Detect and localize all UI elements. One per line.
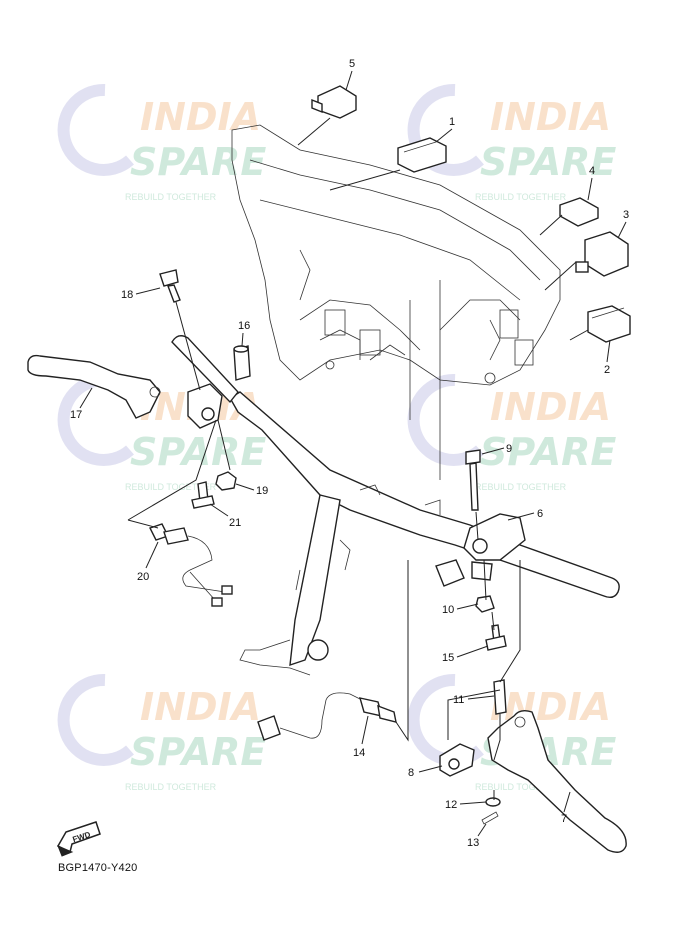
part-14-switch-cable [257,692,397,741]
callout-21: 21 [209,503,241,529]
callout-12: 12 [445,799,487,811]
watermark-top-right: INDIA SPARE REBUILD TOGETHER [407,83,616,202]
svg-text:SPARE: SPARE [480,140,616,184]
svg-text:11: 11 [453,694,464,706]
part-17-lever-left [27,354,161,419]
svg-text:REBUILD TOGETHER: REBUILD TOGETHER [475,782,567,792]
part-4-switch [539,197,599,236]
watermark-bottom-left: INDIA SPARE REBUILD TOGETHER [57,673,266,792]
callout-17: 17 [70,387,93,421]
left-holder [187,383,223,429]
part-15-screw [485,624,507,651]
part-20-switch-cable [149,523,233,607]
svg-text:6: 6 [537,508,543,520]
part-5-switch [297,85,357,146]
callout-20: 20 [137,541,159,583]
svg-text:20: 20 [137,571,149,583]
svg-text:21: 21 [229,517,241,529]
svg-text:18: 18 [121,289,133,301]
svg-text:2: 2 [604,364,610,376]
svg-text:3: 3 [623,209,629,221]
svg-text:12: 12 [445,799,457,811]
part-18-bolt [159,269,181,303]
watermark-mid-right: INDIA SPARE REBUILD TOGETHER [407,373,616,492]
callout-16: 16 [238,320,250,347]
handlebar [171,335,620,676]
svg-text:SPARE: SPARE [130,140,266,184]
svg-text:16: 16 [238,320,250,332]
svg-text:19: 19 [256,485,268,497]
svg-text:INDIA: INDIA [490,95,611,139]
callouts: 1 2 3 4 5 6 7 8 9 10 11 12 13 14 15 16 1… [70,58,629,849]
svg-text:REBUILD TOGETHER: REBUILD TOGETHER [475,192,567,202]
svg-text:7: 7 [561,813,567,825]
callout-7: 7 [561,791,571,825]
svg-text:REBUILD TOGETHER: REBUILD TOGETHER [125,192,217,202]
svg-text:REBUILD TOGETHER: REBUILD TOGETHER [125,782,217,792]
part-10-nut [475,595,495,613]
callout-19: 19 [235,483,268,497]
svg-text:REBUILD TOGETHER: REBUILD TOGETHER [475,482,567,492]
part-3-switch [544,231,629,291]
fwd-arrow-icon: FWD [56,821,101,857]
callout-4: 4 [587,165,595,201]
svg-text:SPARE: SPARE [480,430,616,474]
front-cowl-frame [231,124,561,480]
callout-1: 1 [435,116,455,143]
svg-text:5: 5 [349,58,355,70]
part-7-lever-right [487,709,627,853]
callout-9: 9 [481,443,512,455]
svg-text:4: 4 [589,165,595,177]
part-8-holder [439,743,475,777]
svg-text:1: 1 [449,116,455,128]
callout-2: 2 [604,339,611,376]
part-13-pin [481,811,499,825]
callout-3: 3 [617,209,629,239]
part-21-screw [191,481,215,509]
svg-text:REBUILD TOGETHER: REBUILD TOGETHER [125,482,217,492]
svg-text:14: 14 [353,747,365,759]
part-1-switch [329,137,447,191]
part-2-switch [569,305,631,343]
watermark-top-left: INDIA SPARE REBUILD TOGETHER [57,83,266,202]
part-11-bolt [493,679,507,715]
svg-text:INDIA: INDIA [140,685,261,729]
callout-5: 5 [345,58,355,91]
callout-18: 18 [121,287,161,301]
part-16-bracket [233,345,251,381]
callout-14: 14 [353,715,369,759]
svg-text:8: 8 [408,767,414,779]
assembly-lines [127,301,521,800]
svg-text:INDIA: INDIA [490,385,611,429]
svg-text:INDIA: INDIA [140,95,261,139]
part-12-washer [485,797,501,807]
svg-text:9: 9 [506,443,512,455]
callout-6: 6 [507,508,543,521]
part-19-nut [215,471,237,491]
callout-11: 11 [453,694,495,706]
svg-text:17: 17 [70,409,82,421]
callout-8: 8 [408,765,443,779]
callout-15: 15 [442,645,489,664]
diagram-code: BGP1470-Y420 [58,862,138,874]
svg-text:SPARE: SPARE [130,730,266,774]
svg-text:15: 15 [442,652,454,664]
svg-text:10: 10 [442,604,454,616]
callout-13: 13 [467,823,487,849]
part-9-bolt [465,449,481,511]
svg-text:13: 13 [467,837,479,849]
callout-10: 10 [442,603,479,616]
part-6-holder [435,513,526,587]
watermark-group: INDIA SPARE REBUILD TOGETHER INDIA SPARE… [57,83,616,792]
svg-text:SPARE: SPARE [130,430,266,474]
